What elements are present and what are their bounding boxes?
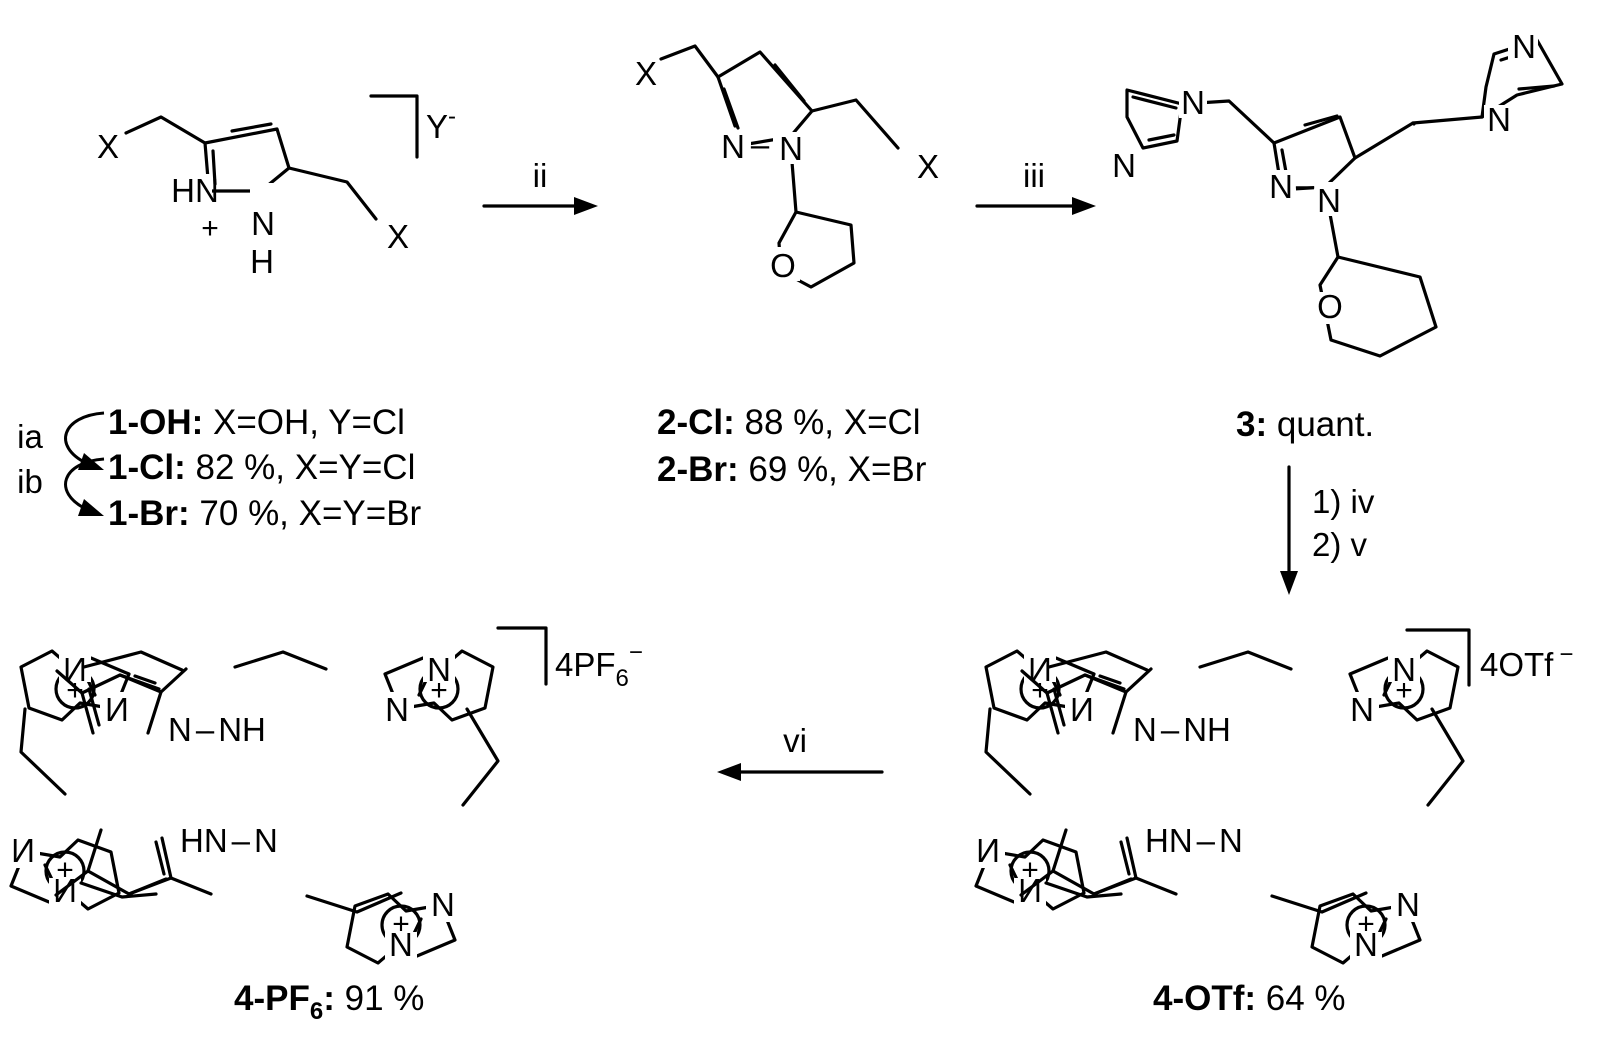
compound-1-ring-charge: + xyxy=(201,212,219,245)
compound-3-label: 3: quant. xyxy=(1236,405,1374,444)
arrow-steps-iv-v: 1) iv 2) v xyxy=(1280,465,1375,595)
compound-3-imidazole-n-2: N xyxy=(1181,84,1205,121)
otf-nh-top: N–NH xyxy=(1133,711,1231,748)
pf6-imidazolium-bottom-right xyxy=(345,884,460,966)
compound-2-x-left: X xyxy=(635,55,657,92)
step-iv-label: 1) iv xyxy=(1312,483,1375,520)
compound-4-otf-structure: N–NH HN–N xyxy=(971,648,1465,966)
compound-2-structure: X N – N X O xyxy=(635,44,939,289)
compound-1-labels: 1-OH: X=OH, Y=Cl 1-Cl: 82 %, X=Y=Cl 1-Br… xyxy=(17,403,421,533)
step-iii-label: iii xyxy=(1023,157,1045,194)
pf6-nh-bottom: HN–N xyxy=(180,822,278,859)
compound-2-labels: 2-Cl: 88 %, X=Cl 2-Br: 69 %, X=Br xyxy=(657,403,927,489)
otf-nh-bottom: HN–N xyxy=(1145,822,1243,859)
compound-4-pf6-counter-ion: 4PF6− xyxy=(555,639,643,692)
compound-3-imidazole-n-4: N xyxy=(1512,28,1536,65)
compound-4-otf-counter-ion: 4OTf− xyxy=(1480,641,1573,683)
pf6-nh-top: N–NH xyxy=(168,711,266,748)
compound-3-structure: N N N – N N N O xyxy=(1108,28,1564,358)
compound-2-dash: – xyxy=(751,126,770,163)
arrow-step-iii: iii xyxy=(975,157,1096,215)
compound-1-x-left: X xyxy=(97,128,119,165)
compound-1-structure: X HN + N H X Y- xyxy=(97,94,456,280)
compound-1-counter-ion: Y- xyxy=(426,103,456,145)
otf-imidazolium-bottom-left xyxy=(971,830,1086,912)
step-ib-label: ib xyxy=(17,463,43,500)
step-ii-label: ii xyxy=(533,157,548,194)
compound-3-imidazole-n-3: N xyxy=(1487,101,1511,138)
arrow-step-ii: ii xyxy=(482,157,598,215)
step-v-label: 2) v xyxy=(1312,526,1368,563)
otf-imidazolium-bottom-right xyxy=(1310,884,1425,966)
compound-3-pyrazole-n-2: N xyxy=(1317,182,1341,219)
compound-1-nh-left: HN xyxy=(171,172,219,209)
compound-1-n-right: N xyxy=(251,205,275,242)
compound-4-otf-label: 4-OTf: 64 % xyxy=(1153,979,1346,1018)
arrow-step-vi: vi xyxy=(717,722,884,781)
compound-1-br-label: 1-Br: 70 %, X=Y=Br xyxy=(108,494,422,533)
compound-2-thp-oxygen: O xyxy=(770,247,796,284)
compound-1-oh-label: 1-OH: X=OH, Y=Cl xyxy=(108,403,405,442)
step-ia-label: ia xyxy=(17,418,43,455)
pf6-imidazolium-bottom-left xyxy=(6,830,121,912)
compound-2-n-lower: N xyxy=(779,130,803,167)
pf6-imidazolium-top-right xyxy=(380,648,495,730)
compound-3-imidazole-n-1: N xyxy=(1112,147,1136,184)
compound-2-cl-label: 2-Cl: 88 %, X=Cl xyxy=(657,403,921,442)
compound-1-x-right: X xyxy=(387,218,409,255)
compound-2-x-right: X xyxy=(917,148,939,185)
compound-4-pf6-structure: N–NH HN–N xyxy=(6,648,500,966)
compound-1-h-right: H xyxy=(250,243,274,280)
otf-imidazolium-top-right xyxy=(1345,648,1460,730)
compound-3-thp-oxygen: O xyxy=(1317,288,1343,325)
compound-4-pf6-label: 4-PF6: 91 % xyxy=(234,979,424,1025)
compound-2-br-label: 2-Br: 69 %, X=Br xyxy=(657,450,927,489)
compound-3-dash: – xyxy=(1296,166,1315,203)
compound-1-cl-label: 1-Cl: 82 %, X=Y=Cl xyxy=(108,448,415,487)
step-vi-label: vi xyxy=(783,722,807,759)
compound-3-pyrazole-n-1: N xyxy=(1269,168,1293,205)
compound-2-n-upper: N xyxy=(721,128,745,165)
